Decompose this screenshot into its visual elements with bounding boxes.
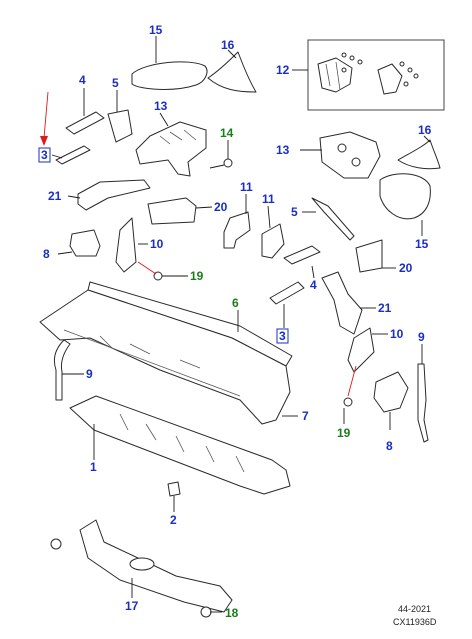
callout-21: 21	[48, 189, 62, 203]
callout-21-right: 21	[378, 301, 392, 315]
part-7-cowl	[39, 289, 298, 425]
part-15-pad	[131, 36, 208, 90]
callout-1: 1	[90, 460, 97, 474]
part-9-hose-left	[53, 339, 84, 401]
callout-11-a: 11	[240, 180, 253, 194]
part-11-bracket-b	[261, 205, 285, 259]
part-16-pad	[207, 49, 257, 93]
part-3-clip-right	[269, 281, 305, 328]
part-10-panel-right	[347, 327, 388, 373]
part-13-bracket-right	[300, 131, 381, 179]
part-5-clip	[107, 90, 133, 143]
part-20-block-right	[355, 239, 396, 273]
part-15-pad-right	[379, 173, 431, 236]
callout-14: 14	[220, 126, 234, 140]
callout-18: 18	[225, 606, 239, 620]
callout-11-b: 11	[262, 192, 275, 206]
footer-code: CX11936D	[393, 617, 437, 627]
callout-4: 4	[79, 73, 86, 87]
callout-5: 5	[112, 76, 119, 90]
callout-15-right: 15	[415, 237, 429, 251]
callout-16-right: 16	[418, 123, 432, 137]
part-4-bracket-right	[283, 245, 321, 279]
part-8-pad-right	[373, 371, 409, 430]
part-4-bracket	[65, 88, 105, 135]
callout-17: 17	[125, 599, 139, 613]
callout-10-right: 10	[390, 327, 404, 341]
footer-date: 44-2021	[398, 604, 431, 614]
callout-20: 20	[214, 200, 228, 214]
part-2-clip	[167, 481, 181, 512]
part-19-fastener-right	[343, 365, 357, 424]
part-11-bracket-a	[223, 194, 251, 249]
part-12-kit	[292, 39, 445, 111]
callout-10: 10	[150, 237, 164, 251]
callout-3-right: 3	[279, 329, 286, 343]
callout-13-right: 13	[276, 143, 290, 157]
callout-6: 6	[232, 296, 239, 310]
callout-15: 15	[149, 23, 163, 37]
part-19-fastener-left	[137, 261, 188, 281]
part-5-strip-right	[302, 197, 355, 241]
callout-9-right: 9	[418, 330, 425, 344]
part-21-bracket	[67, 179, 151, 211]
part-9-hose-right	[417, 344, 429, 443]
part-8-pad-left	[57, 229, 101, 257]
callout-20-right: 20	[399, 261, 413, 275]
diagram-footer: 44-2021 CX11936D	[393, 604, 437, 627]
part-10-panel-left	[115, 217, 148, 273]
part-1-lower-beam	[69, 395, 291, 495]
part-21-bracket-right	[321, 271, 376, 335]
callout-19: 19	[190, 269, 204, 283]
callout-9: 9	[86, 367, 93, 381]
part-14-fastener	[209, 140, 233, 169]
part-3-clip	[40, 91, 91, 165]
part-20-block	[147, 197, 213, 225]
callout-3-box	[38, 147, 51, 163]
callout-8-right: 8	[386, 439, 393, 453]
callout-3-right-box	[276, 328, 289, 344]
callout-16: 16	[221, 38, 235, 52]
callout-labels: 15 16 12 4 5 13 14 3 21 20 11 11 8 10 19…	[38, 23, 432, 620]
part-16-pad-right	[397, 135, 441, 170]
callout-3: 3	[41, 148, 48, 162]
callout-19-right: 19	[337, 426, 351, 440]
callout-2: 2	[170, 513, 177, 527]
callout-13: 13	[154, 99, 168, 113]
callout-8: 8	[43, 247, 50, 261]
callout-7: 7	[302, 409, 309, 423]
callout-4-right: 4	[310, 278, 317, 292]
callout-12: 12	[276, 63, 290, 77]
callout-5-right: 5	[291, 205, 298, 219]
part-17-lower-bracket	[50, 519, 233, 618]
part-13-bracket	[135, 112, 207, 177]
